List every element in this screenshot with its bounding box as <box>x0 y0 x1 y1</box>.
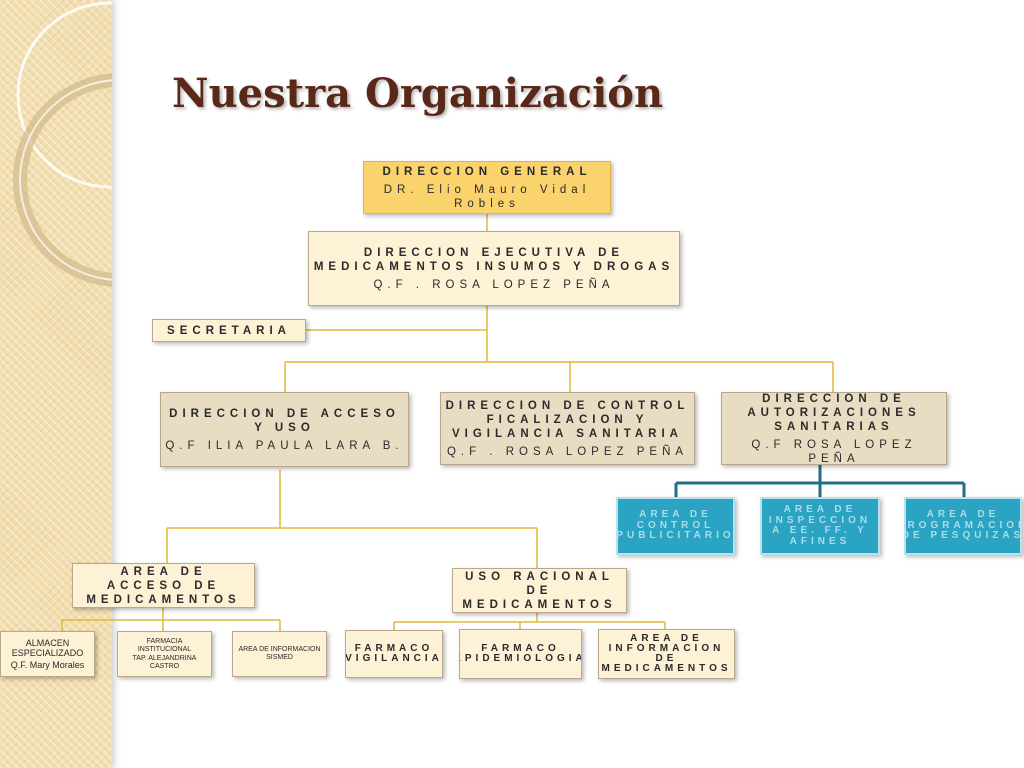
node-title: DIRECCION DE AUTORIZACIONES SANITARIAS <box>747 392 921 433</box>
node-direccion-acceso: DIRECCION DE ACCESO Y USO Q.F ILIA PAULA… <box>160 392 409 467</box>
node-title: AREA DE INSPECCION A EE. FF. Y AFINES <box>768 504 872 547</box>
node-farmacia-institucional: FARMACIA INSTITUCIONAL TAP. ALEJANDRINA … <box>117 631 212 677</box>
node-title: SECRETARIA <box>167 324 291 337</box>
node-area-inspeccion: AREA DE INSPECCION A EE. FF. Y AFINES <box>760 497 880 555</box>
teal-connectors <box>674 465 966 497</box>
node-title: ALMACEN ESPECIALIZADO <box>11 638 84 658</box>
node-direccion-autorizaciones: DIRECCION DE AUTORIZACIONES SANITARIAS Q… <box>721 392 947 465</box>
node-area-acceso-medicamentos: AREA DE ACCESO DE MEDICAMENTOS <box>72 563 255 608</box>
node-direccion-control: DIRECCION DE CONTROL FICALIZACION Y VIGI… <box>440 392 695 465</box>
node-subtitle: TAP. ALEJANDRINA CASTRO <box>132 654 197 670</box>
node-subtitle: Q.F. Mary Morales <box>10 660 85 670</box>
node-secretaria: SECRETARIA <box>152 319 306 342</box>
page-title: Nuestra Organización <box>172 70 664 117</box>
node-almacen-especializado: ALMACEN ESPECIALIZADO Q.F. Mary Morales <box>0 631 95 677</box>
node-title: USO RACIONAL DE MEDICAMENTOS <box>462 570 617 611</box>
node-title: AREA DE PROGRAMACION DE PESQUIZAS <box>906 509 1022 542</box>
node-subtitle: DR. Elio Mauro Vidal Robles <box>383 183 591 210</box>
decorative-circles <box>13 1 112 287</box>
node-title: FARMACIA INSTITUCIONAL <box>137 637 192 653</box>
node-direccion-ejecutiva: DIRECCION EJECUTIVA DE MEDICAMENTOS INSU… <box>308 231 680 306</box>
node-subtitle: Q.F ROSA LOPEZ PEÑA <box>751 438 917 465</box>
node-title: AREA DE INFORMACION DE MEDICAMENTOS <box>601 633 732 674</box>
node-direccion-general: DIRECCION GENERAL DR. Elio Mauro Vidal R… <box>363 161 611 214</box>
node-area-informacion-medicamentos: AREA DE INFORMACION DE MEDICAMENTOS <box>598 629 735 679</box>
gold-connectors <box>61 214 834 631</box>
node-title: DIRECCION GENERAL <box>382 165 592 178</box>
node-area-programacion: AREA DE PROGRAMACION DE PESQUIZAS <box>904 497 1022 555</box>
node-uso-racional: USO RACIONAL DE MEDICAMENTOS <box>452 568 627 613</box>
node-area-control-publicitario: AREA DE CONTROL PUBLICITARIO <box>616 497 735 555</box>
node-title: DIRECCION DE CONTROL FICALIZACION Y VIGI… <box>445 399 690 440</box>
node-title: AREA DE INFORMACION SISMED <box>238 646 321 661</box>
node-title: AREA DE ACCESO DE MEDICAMENTOS <box>86 565 241 606</box>
node-title: AREA DE CONTROL PUBLICITARIO <box>616 509 735 542</box>
node-subtitle: Q.F . ROSA LOPEZ PEÑA <box>373 278 615 291</box>
node-subtitle: Q.F ILIA PAULA LARA B. <box>165 439 404 452</box>
node-title: DIRECCION DE ACCESO Y USO <box>169 407 400 434</box>
node-farmacoepidemiologia: FARMACO EPIDEMIOLOGIA <box>459 629 582 679</box>
node-title: DIRECCION EJECUTIVA DE MEDICAMENTOS INSU… <box>313 246 675 273</box>
node-farmacovigilancia: FARMACO VIGILANCIA <box>345 630 443 678</box>
node-subtitle: Q.F . ROSA LOPEZ PEÑA <box>446 445 689 458</box>
node-area-informacion-sismed: AREA DE INFORMACION SISMED <box>232 631 327 677</box>
node-title: FARMACO EPIDEMIOLOGIA <box>459 643 582 664</box>
node-title: FARMACO VIGILANCIA <box>345 643 443 664</box>
